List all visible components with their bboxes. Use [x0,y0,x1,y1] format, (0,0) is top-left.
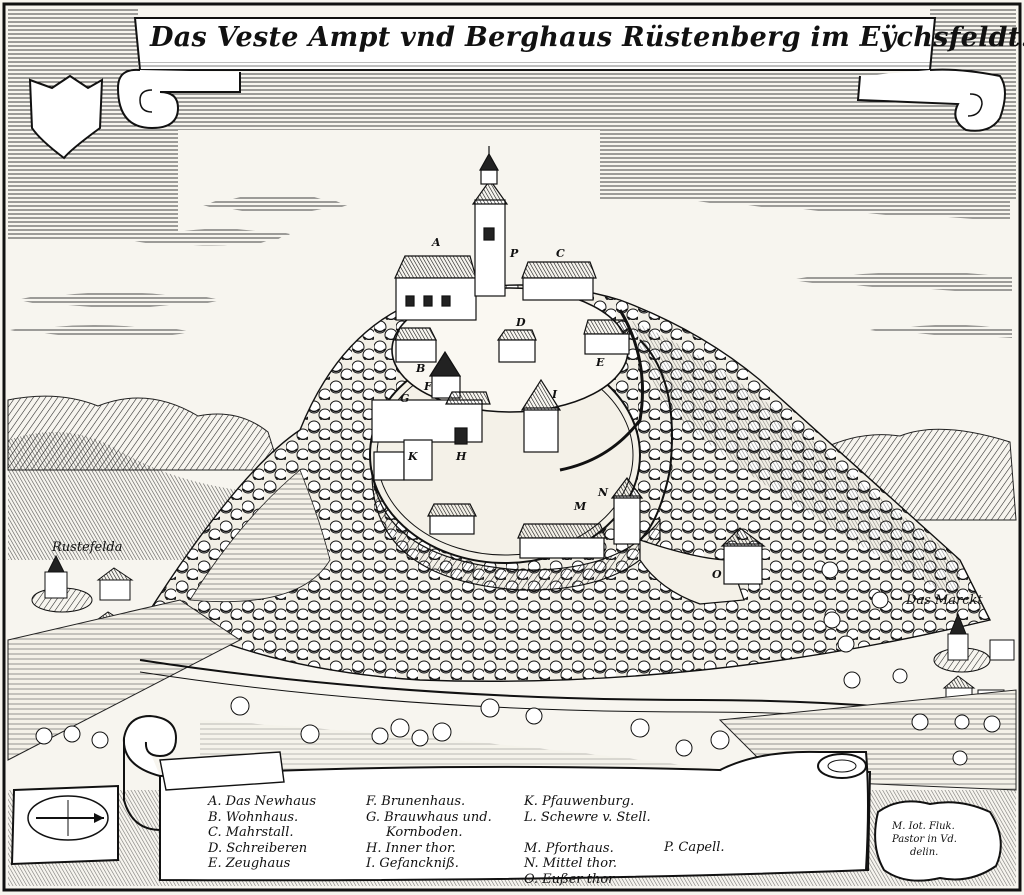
map-letter-g: G [400,392,410,405]
legend-item: N. Mittel thor. [524,856,618,871]
engraver-credit: M. Iot. Fluk. Pastor in Vd. delin. [892,820,957,859]
legend-column-3: K. Pfauwenburg. L. Schewre v. Stell. M. … [524,794,651,887]
place-label-left: Rustefelda [52,540,123,555]
map-letter-a: A [432,236,441,249]
legend-item: C. Mahrstall. [208,825,294,840]
legend-item: D. Schreiberen [208,840,308,856]
legend-item: A. Das Newhaus [208,794,316,809]
legend-column-4: P. Capell. [664,840,725,856]
credit-line: M. Iot. Fluk. [892,821,955,832]
map-letter-b: B [416,362,426,375]
legend-item: Kornboden. [386,825,463,840]
legend-column-1: A. Das Newhaus B. Wohnhaus. C. Mahrstall… [208,794,316,872]
coat-of-arms-shield [28,74,104,160]
legend-item: B. Wohnhaus. [208,809,299,825]
legend-item: M. Pforthaus. [524,840,614,856]
map-letter-h: H [456,450,467,463]
map-letter-o: O [712,568,722,581]
map-letter-m: M [574,500,587,513]
credit-line: delin. [910,847,939,858]
legend-item: P. Capell. [664,840,725,855]
title: Das Veste Ampt vnd Berghaus Rüstenberg i… [150,22,1024,53]
legend-item: O. Eußer thor [524,871,615,887]
legend-item: L. Schewre v. Stell. [524,809,651,825]
legend-column-2: F. Brunenhaus. G. Brauwhaus und. Kornbod… [366,794,492,872]
map-letter-e: E [596,356,605,369]
legend-item: F. Brunenhaus. [366,794,466,809]
map-letter-n: N [598,486,609,499]
legend-item: H. Inner thor. [366,840,456,856]
map-letter-k: K [408,450,418,463]
map-letter-c: C [556,247,565,260]
credit-line: Pastor in Vd. [892,834,957,845]
legend-item: G. Brauwhaus und. [366,809,492,825]
map-letter-f: F [424,380,432,393]
place-label-right: Das Marckt [906,593,983,608]
compass-plate [10,784,119,866]
map-letter-i: I [552,388,558,401]
legend-item: E. Zeughaus [208,856,291,871]
legend-item: I. Gefanckniß. [366,856,459,871]
map-letter-p: P [510,247,519,260]
legend-item: K. Pfauwenburg. [524,794,635,809]
map-letter-d: D [516,316,526,329]
